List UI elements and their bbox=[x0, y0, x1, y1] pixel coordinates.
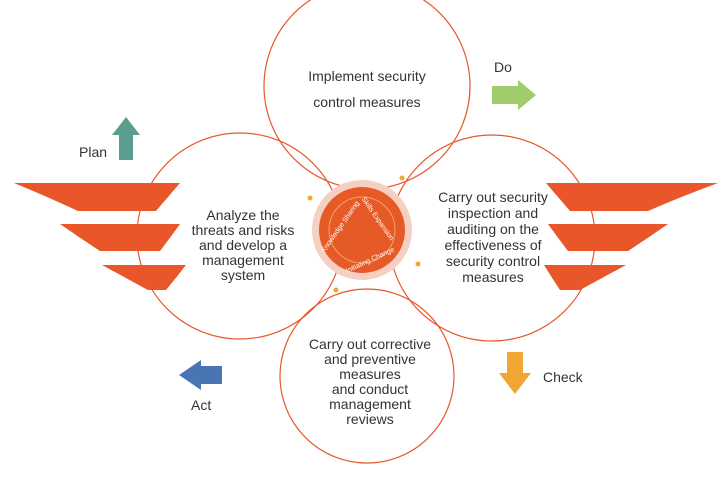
hub-core bbox=[319, 187, 405, 273]
left-wing-feather-middle bbox=[60, 224, 180, 251]
right-wing-feather-bottom bbox=[544, 265, 626, 290]
step-check-line: effectiveness of bbox=[444, 237, 541, 253]
step-act-line: measures bbox=[339, 366, 400, 382]
step-check-line: Carry out security bbox=[438, 189, 548, 205]
step-do-line: Implement security bbox=[308, 68, 425, 84]
do-arrow-icon bbox=[492, 80, 536, 110]
left-wing-icon bbox=[14, 183, 186, 290]
step-plan-line: Analyze the bbox=[206, 207, 279, 223]
act-arrow-icon bbox=[179, 360, 222, 390]
plan-arrow-icon bbox=[112, 117, 140, 160]
left-wing-feather-top bbox=[14, 183, 180, 211]
step-check-line: inspection and bbox=[448, 205, 538, 221]
step-check-line: auditing on the bbox=[447, 221, 539, 237]
right-wing-feather-middle bbox=[548, 224, 668, 251]
step-act-line: Carry out corrective bbox=[309, 336, 431, 352]
circle-act bbox=[279, 288, 455, 464]
left-wing-feather-bottom bbox=[102, 265, 186, 290]
step-plan-line: and develop a bbox=[199, 237, 287, 253]
phase-check-label: Check bbox=[543, 369, 584, 385]
phase-act-label: Act bbox=[191, 397, 211, 413]
step-act-line: reviews bbox=[346, 411, 393, 427]
step-act-line: and conduct bbox=[332, 381, 408, 397]
step-plan-line: system bbox=[221, 267, 265, 283]
step-act-line: management bbox=[329, 396, 411, 412]
phase-plan-label: Plan bbox=[79, 144, 107, 160]
step-plan-line: management bbox=[202, 252, 284, 268]
step-do-line: control measures bbox=[313, 94, 420, 110]
phase-do-label: Do bbox=[494, 59, 512, 75]
circle-marker-dot bbox=[399, 175, 405, 181]
circle-marker-dot bbox=[333, 287, 339, 293]
step-act-line: and preventive bbox=[324, 351, 416, 367]
step-check-line: measures bbox=[462, 269, 523, 285]
right-wing-icon bbox=[544, 183, 718, 290]
step-plan-line: threats and risks bbox=[192, 222, 295, 238]
check-arrow-icon bbox=[499, 352, 531, 394]
circle-marker-dot bbox=[307, 195, 313, 201]
step-do-text: Implement security control measures bbox=[308, 68, 425, 110]
hub-inner-ring bbox=[328, 196, 396, 264]
step-check-line: security control bbox=[446, 253, 540, 269]
circle-marker-dot bbox=[415, 261, 421, 267]
right-wing-feather-top bbox=[546, 183, 718, 211]
